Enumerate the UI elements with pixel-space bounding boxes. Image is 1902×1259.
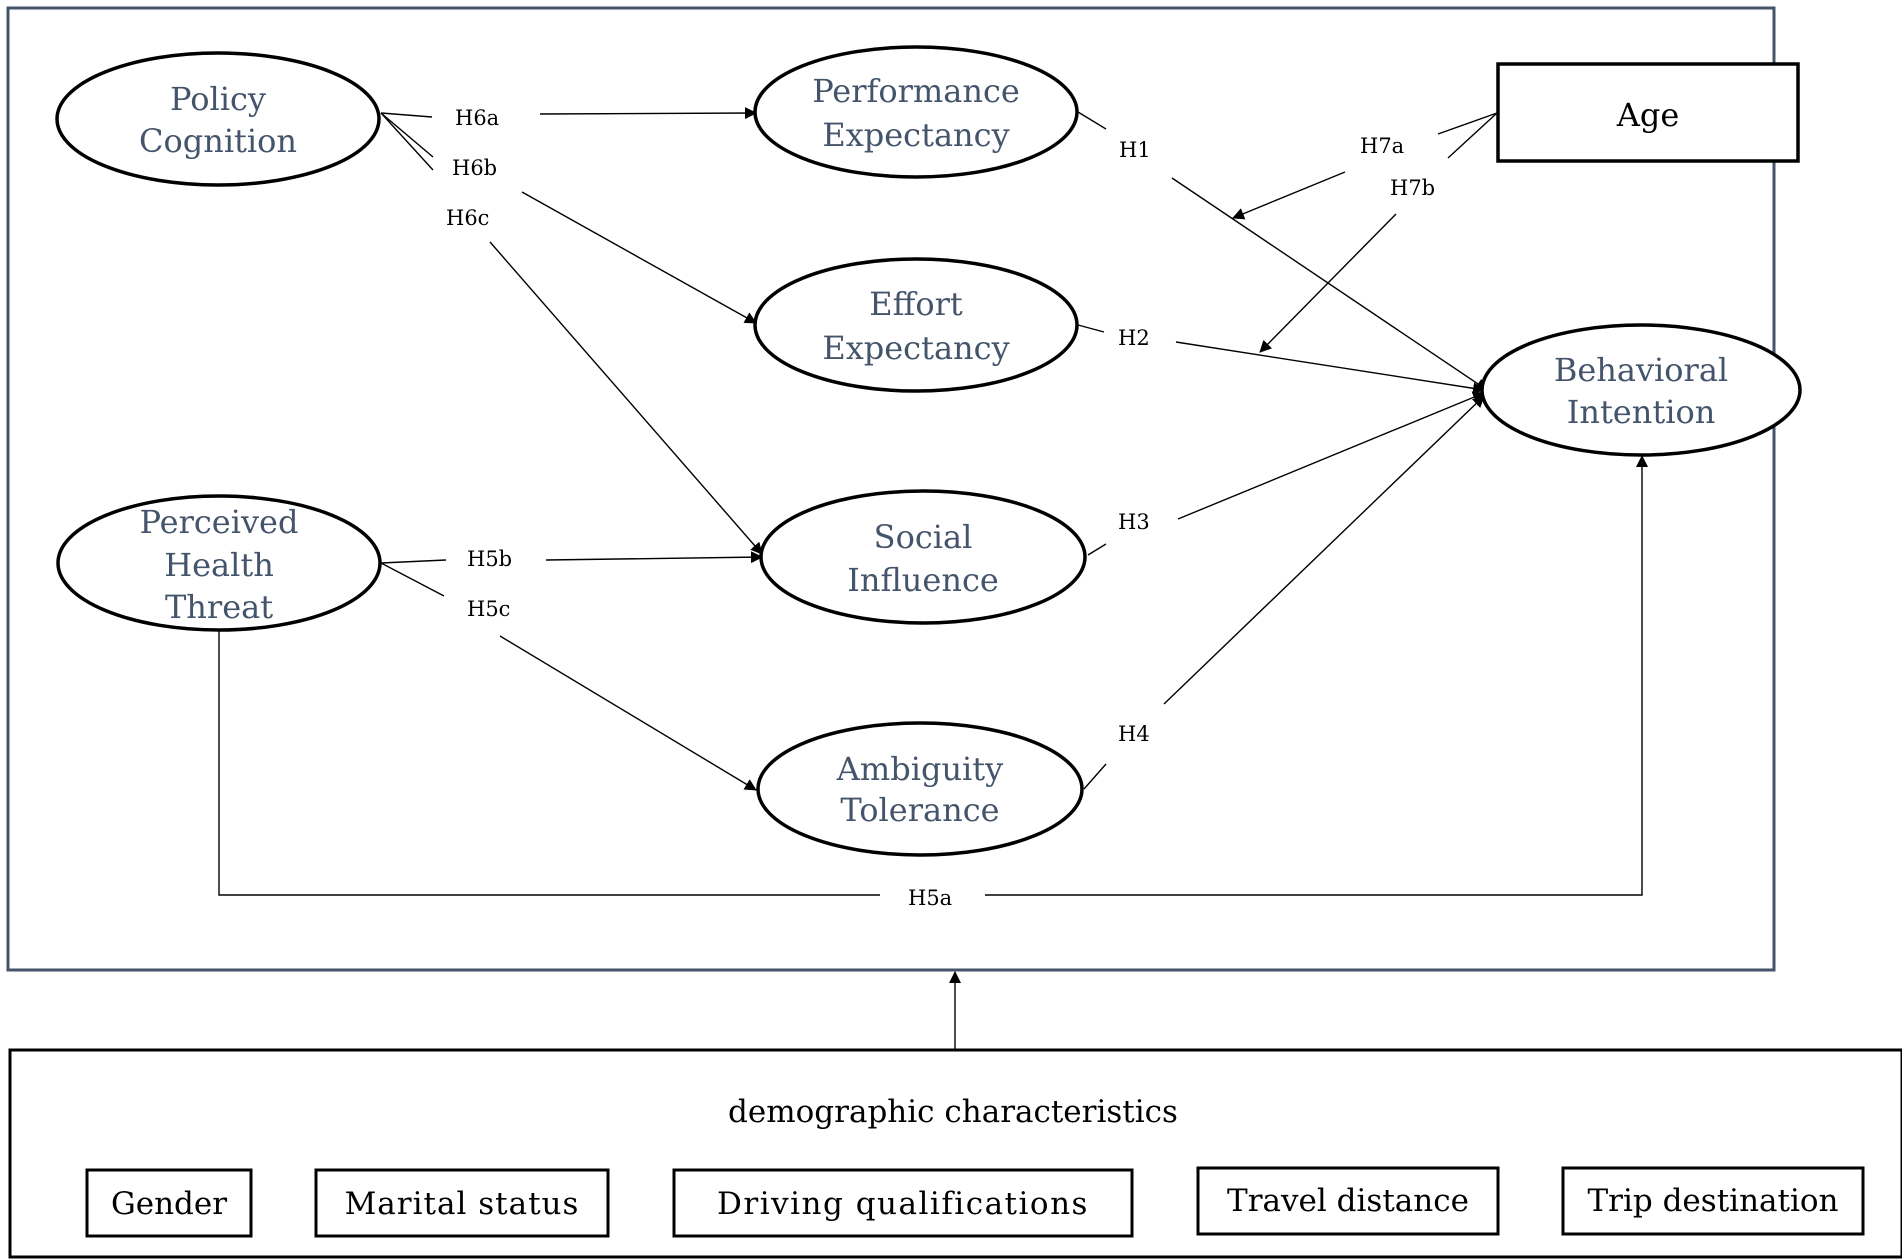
label-h3: H3 <box>1118 510 1150 534</box>
demographic-item-travel-distance: Travel distance <box>1196 1166 1500 1236</box>
label-h2: H2 <box>1118 326 1150 350</box>
svg-text:Gender: Gender <box>111 1186 227 1222</box>
demographic-item-driving-qualifications: Driving qualifications <box>672 1168 1134 1238</box>
svg-text:Marital status: Marital status <box>345 1186 580 1222</box>
label-h7b: H7b <box>1390 176 1435 200</box>
construct-ambiguity-tolerance: Ambiguity Tolerance <box>756 721 1084 857</box>
svg-text:Expectancy: Expectancy <box>822 116 1009 154</box>
moderator-age: Age <box>1496 62 1800 163</box>
label-h5c: H5c <box>467 597 510 621</box>
label-h1: H1 <box>1119 138 1151 162</box>
label-h5a: H5a <box>908 886 952 910</box>
construct-effort-expectancy: Effort Expectancy <box>753 257 1079 393</box>
label-h6c: H6c <box>446 206 489 230</box>
svg-text:Social: Social <box>874 518 973 556</box>
construct-perceived-health-threat: Perceived Health Threat <box>56 494 382 632</box>
label-h5b: H5b <box>467 547 512 571</box>
svg-text:Travel distance: Travel distance <box>1227 1183 1469 1219</box>
svg-text:Ambiguity: Ambiguity <box>836 750 1003 788</box>
label-h4: H4 <box>1118 722 1150 746</box>
svg-text:Perceived: Perceived <box>140 503 299 541</box>
svg-text:Policy: Policy <box>170 80 266 118</box>
svg-text:Intention: Intention <box>1567 393 1716 431</box>
construct-social-influence: Social Influence <box>759 489 1087 625</box>
demographic-item-marital-status: Marital status <box>314 1168 610 1238</box>
svg-text:Tolerance: Tolerance <box>840 791 999 829</box>
edges <box>218 107 1648 1050</box>
svg-text:Health: Health <box>164 546 274 584</box>
svg-text:Threat: Threat <box>165 588 273 626</box>
svg-text:Cognition: Cognition <box>139 122 297 160</box>
model-frame <box>6 6 1776 972</box>
demographics-panel: demographic characteristics Gender Marit… <box>8 1048 1902 1259</box>
svg-text:Expectancy: Expectancy <box>822 329 1009 367</box>
construct-behavioral-intention: Behavioral Intention <box>1480 323 1802 457</box>
construct-performance-expectancy: Performance Expectancy <box>753 45 1079 179</box>
label-h6b: H6b <box>452 156 497 180</box>
demographic-item-gender: Gender <box>85 1168 253 1238</box>
svg-text:Performance: Performance <box>812 72 1020 110</box>
svg-text:Trip destination: Trip destination <box>1587 1183 1838 1219</box>
construct-policy-cognition: Policy Cognition <box>55 51 381 187</box>
svg-text:Age: Age <box>1616 96 1680 134</box>
svg-text:Behavioral: Behavioral <box>1554 351 1728 389</box>
svg-text:Driving qualifications: Driving qualifications <box>717 1186 1089 1222</box>
hypothesis-labels: H6a H6b H6c H5b H5c H5a H1 H2 H3 H4 H7a … <box>446 106 1435 910</box>
label-h7a: H7a <box>1360 134 1404 158</box>
label-h6a: H6a <box>455 106 499 130</box>
svg-text:Effort: Effort <box>869 285 963 323</box>
svg-text:Influence: Influence <box>847 561 999 599</box>
demographic-item-trip-destination: Trip destination <box>1561 1166 1865 1236</box>
demographics-title: demographic characteristics <box>728 1094 1178 1130</box>
